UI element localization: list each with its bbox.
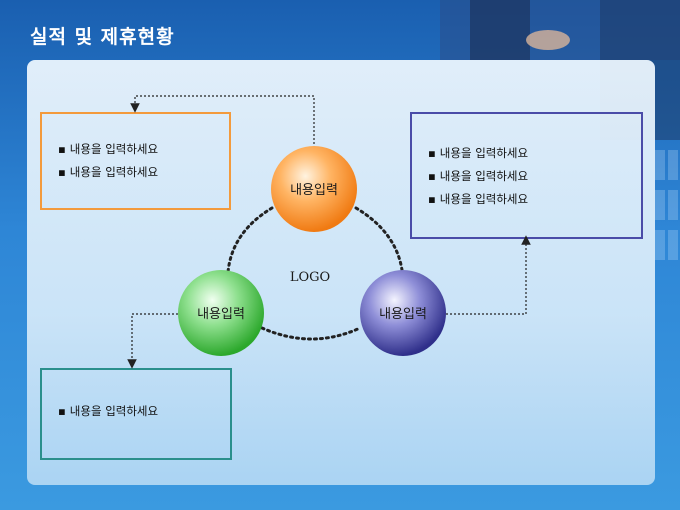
node-top-label: 내용입력: [290, 183, 338, 198]
node-left-label: 내용입력: [197, 307, 245, 322]
list-item: 내용을 입력하세요: [58, 161, 229, 184]
text-box-top-left: 내용을 입력하세요 내용을 입력하세요: [40, 112, 231, 210]
cycle-arc-left: [226, 206, 274, 274]
logo-text: LOGO: [290, 270, 330, 285]
slide-title: 실적 및 제휴현황: [30, 26, 175, 48]
connector-top-to-box: [130, 95, 315, 148]
node-right-label: 내용입력: [379, 307, 427, 322]
list-item: 내용을 입력하세요: [428, 188, 641, 211]
node-top-circle: [271, 146, 357, 232]
connector-right-to-box: [446, 235, 531, 315]
list-item: 내용을 입력하세요: [58, 138, 229, 161]
cycle-arc-right: [354, 206, 404, 272]
connector-left-to-box: [127, 313, 178, 369]
node-right-circle: [360, 270, 446, 356]
list-item: 내용을 입력하세요: [428, 165, 641, 188]
list-item: 내용을 입력하세요: [428, 142, 641, 165]
node-left-circle: [178, 270, 264, 356]
cycle-arc-bottom: [260, 326, 362, 341]
text-box-bottom-left: 내용을 입력하세요: [40, 368, 232, 460]
list-item: 내용을 입력하세요: [58, 400, 230, 423]
